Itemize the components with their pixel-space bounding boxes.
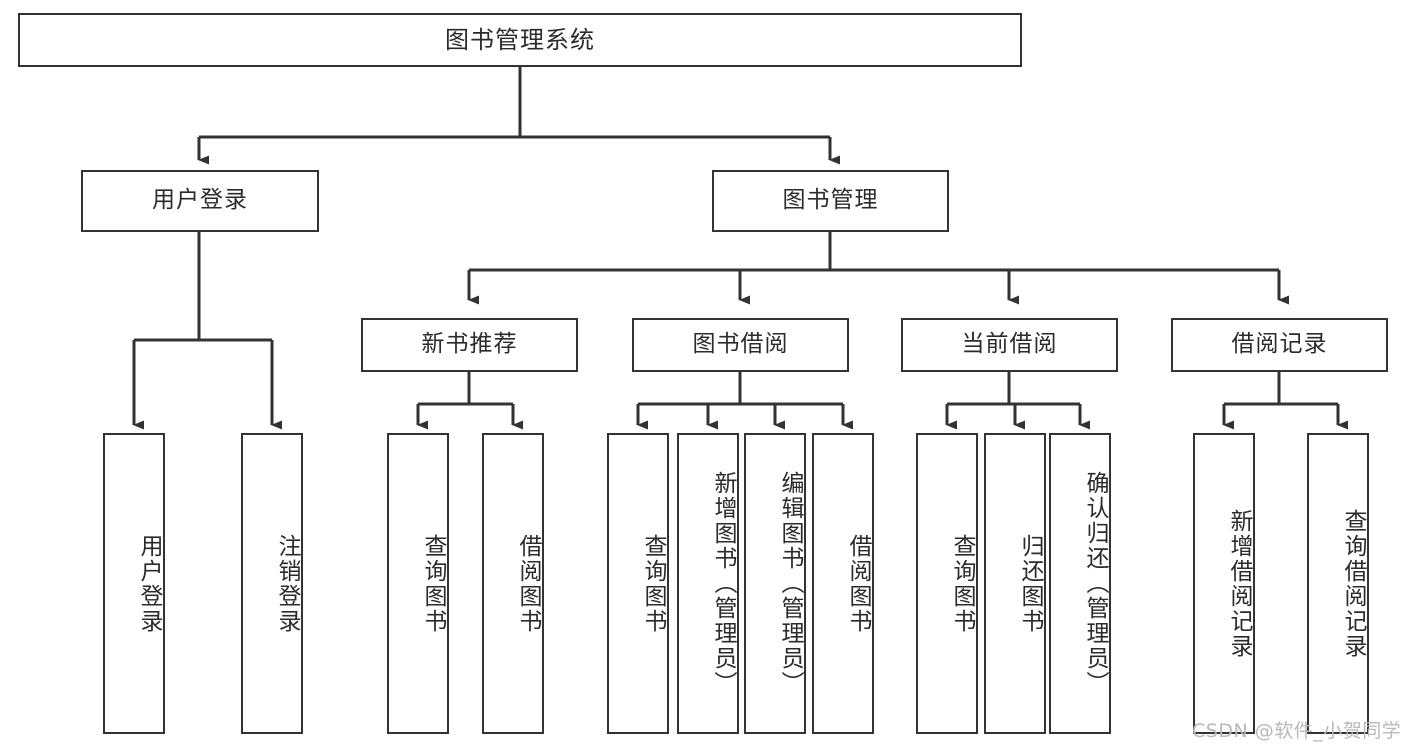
node-leaf-return-book-label: 归还图书: [1017, 533, 1043, 634]
watermark-text: CSDN @软件_小贺同学: [1192, 720, 1402, 742]
node-leaf-edit-book-admin[interactable]: 编辑图书（管理员）: [744, 433, 806, 734]
node-book-management[interactable]: 图书管理: [712, 170, 949, 232]
node-borrow-record[interactable]: 借阅记录: [1171, 318, 1388, 372]
node-leaf-borrow-book-1[interactable]: 借阅图书: [482, 433, 544, 734]
node-leaf-logout-login-label: 注销登录: [274, 533, 300, 634]
node-leaf-borrow-book-1-label: 借阅图书: [515, 533, 541, 634]
node-leaf-user-login-label: 用户登录: [136, 533, 162, 634]
node-leaf-add-borrow-record-label: 新增借阅记录: [1226, 508, 1252, 659]
node-leaf-query-book-3-label: 查询图书: [949, 533, 975, 634]
node-current-borrow-label: 当前借阅: [961, 331, 1058, 358]
node-leaf-query-book-1-label: 查询图书: [420, 533, 446, 634]
node-leaf-user-login[interactable]: 用户登录: [103, 433, 165, 734]
node-leaf-query-book-2-label: 查询图书: [640, 533, 666, 634]
node-leaf-borrow-book-2-label: 借阅图书: [845, 533, 871, 634]
node-root-label: 图书管理系统: [445, 25, 595, 54]
node-leaf-add-book-admin[interactable]: 新增图书（管理员）: [677, 433, 739, 734]
node-leaf-query-borrow-record-label: 查询借阅记录: [1340, 508, 1366, 659]
node-leaf-edit-book-admin-label: 编辑图书（管理员）: [777, 471, 803, 696]
node-leaf-add-book-admin-label: 新增图书（管理员）: [710, 471, 736, 696]
node-borrow-record-label: 借阅记录: [1231, 331, 1328, 358]
node-leaf-query-book-2[interactable]: 查询图书: [607, 433, 669, 734]
node-leaf-logout-login[interactable]: 注销登录: [241, 433, 303, 734]
node-new-book-recommend[interactable]: 新书推荐: [361, 318, 578, 372]
node-book-management-label: 图书管理: [782, 187, 879, 214]
node-new-book-recommend-label: 新书推荐: [421, 331, 518, 358]
node-leaf-query-borrow-record[interactable]: 查询借阅记录: [1307, 433, 1369, 734]
node-book-borrow-label: 图书借阅: [692, 331, 789, 358]
node-current-borrow[interactable]: 当前借阅: [901, 318, 1118, 372]
node-user-login[interactable]: 用户登录: [81, 170, 319, 232]
node-leaf-confirm-return-admin[interactable]: 确认归还（管理员）: [1049, 433, 1111, 734]
node-leaf-borrow-book-2[interactable]: 借阅图书: [812, 433, 874, 734]
node-leaf-add-borrow-record[interactable]: 新增借阅记录: [1193, 433, 1255, 734]
node-leaf-confirm-return-admin-label: 确认归还（管理员）: [1082, 471, 1108, 696]
node-user-login-label: 用户登录: [152, 187, 248, 214]
node-root[interactable]: 图书管理系统: [18, 13, 1022, 67]
node-leaf-query-book-3[interactable]: 查询图书: [916, 433, 978, 734]
node-leaf-query-book-1[interactable]: 查询图书: [387, 433, 449, 734]
node-leaf-return-book[interactable]: 归还图书: [984, 433, 1046, 734]
node-book-borrow[interactable]: 图书借阅: [632, 318, 849, 372]
